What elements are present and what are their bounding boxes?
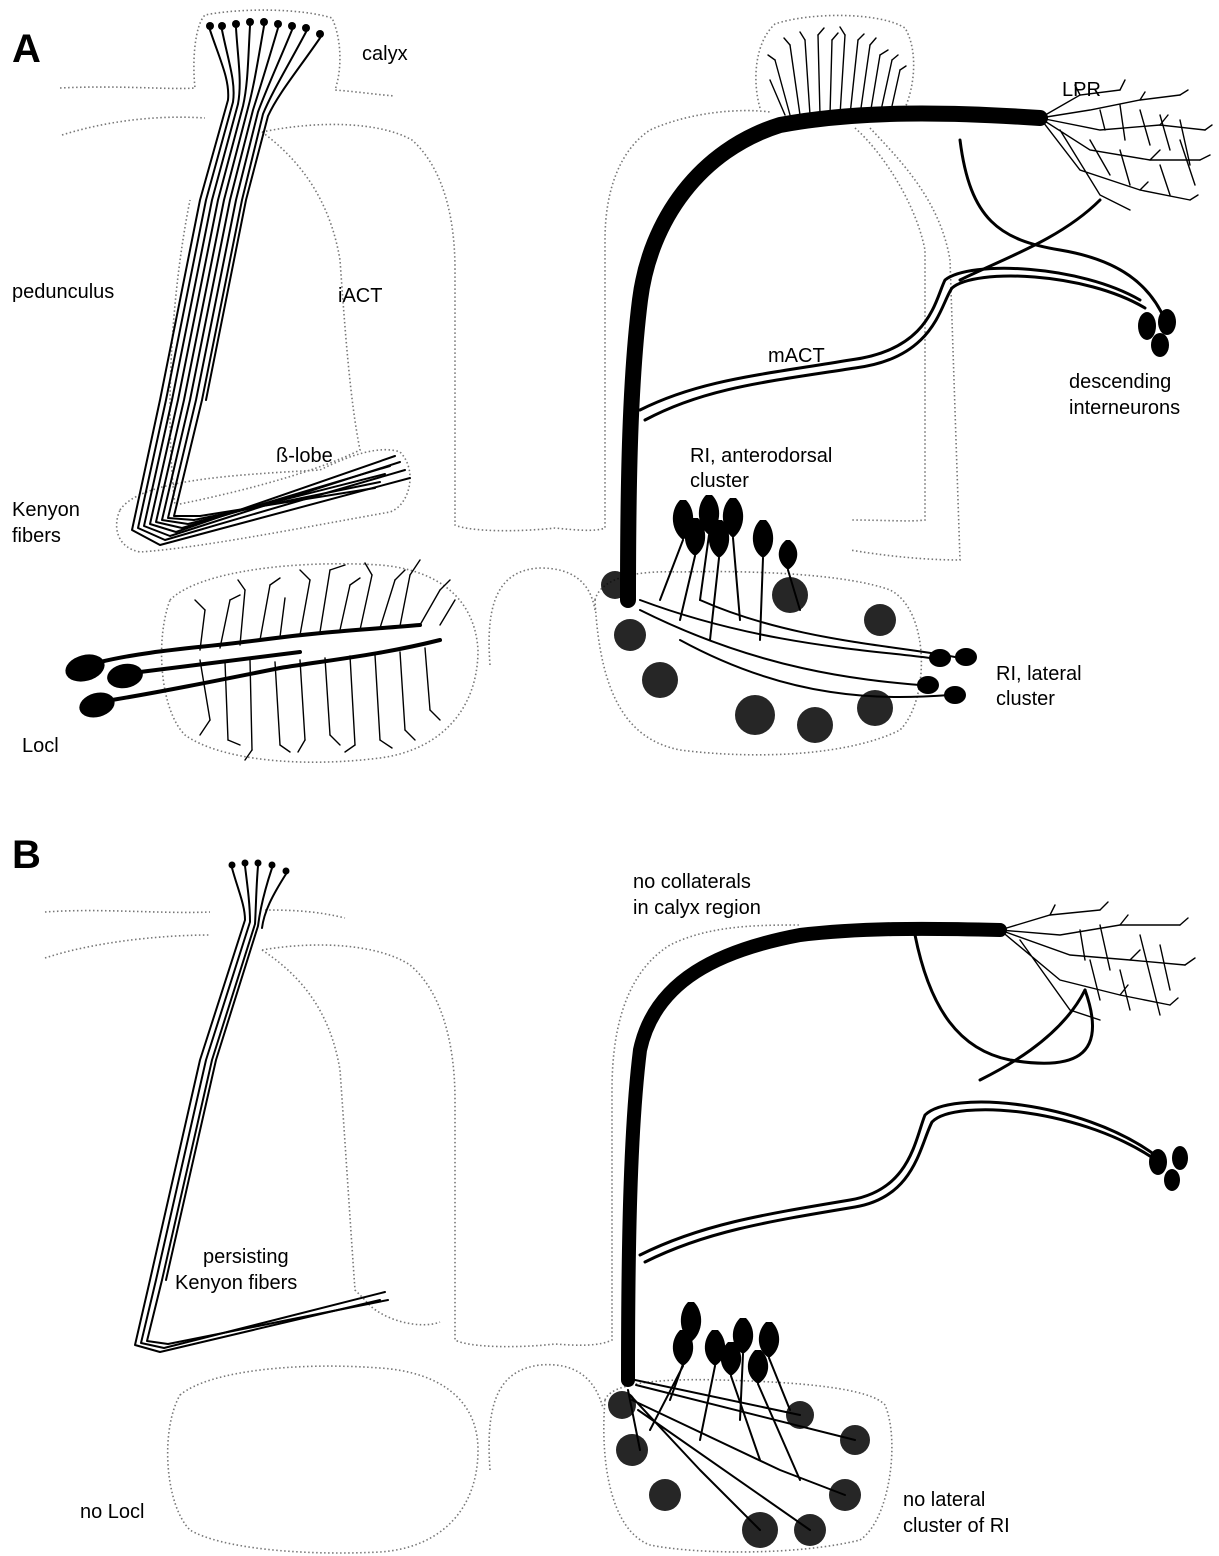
protocerebrum-outline-b <box>45 925 800 1347</box>
no-collaterals-label-line1: no collaterals <box>633 871 751 893</box>
ri-glomeruli-b <box>608 1380 870 1548</box>
persisting-label-line1: persisting <box>203 1246 289 1268</box>
persisting-label-line2: Kenyon fibers <box>175 1272 297 1294</box>
mact-label: mACT <box>768 345 825 367</box>
iact-label: iACT <box>338 285 382 307</box>
mact-outline <box>850 128 960 560</box>
panel-a: A <box>12 10 1212 762</box>
lower-lobe-outline-b <box>168 1366 478 1553</box>
midline-outline-a <box>489 568 595 665</box>
descending-label-line2: interneurons <box>1069 397 1180 419</box>
pedunculus-label: pedunculus <box>12 281 114 303</box>
no-lateral-label-line1: no lateral <box>903 1489 985 1511</box>
locl-neurons-a <box>62 560 455 760</box>
panel-b: B <box>12 833 1195 1553</box>
lpr-label: LPR <box>1062 79 1101 101</box>
ri-anterodorsal-b <box>650 1302 800 1480</box>
beta-lobe-label: ß-lobe <box>276 445 333 467</box>
ri-anterodorsal-label-line2: cluster <box>690 470 749 492</box>
panel-a-letter: A <box>12 27 41 71</box>
no-lateral-label-line2: cluster of RI <box>903 1515 1010 1537</box>
ri-lateral-label-line1: RI, lateral <box>996 663 1082 685</box>
kenyon-fibers-a <box>132 18 410 545</box>
kenyon-label-line1: Kenyon <box>12 499 80 521</box>
kenyon-label-line2: fibers <box>12 525 61 547</box>
ri-anterodorsal-a <box>660 495 800 640</box>
ri-lateral-label-line2: cluster <box>996 688 1055 710</box>
mact-tract-b <box>628 929 1160 1380</box>
calyx-outline-right <box>756 15 914 108</box>
ri-anterodorsal-label-line1: RI, anterodorsal <box>690 445 832 467</box>
panel-b-letter: B <box>12 833 41 877</box>
midline-outline-b <box>489 1365 603 1470</box>
no-collaterals-label-line2: in calyx region <box>633 897 761 919</box>
calyx-label: calyx <box>362 43 408 65</box>
descending-somata-b <box>1149 1146 1188 1191</box>
descending-somata-a <box>1138 309 1176 357</box>
upper-outline-b <box>45 910 345 918</box>
locl-label: Locl <box>22 735 59 757</box>
inner-lobe-outline-b <box>262 950 440 1325</box>
lpr-arbor-b <box>1000 902 1195 1020</box>
no-locl-label: no Locl <box>80 1501 145 1523</box>
calyx-collaterals-a <box>768 27 906 115</box>
ri-glomeruli-a <box>601 571 896 743</box>
ri-lateral-a <box>640 600 977 704</box>
descending-label-line1: descending <box>1069 371 1171 393</box>
